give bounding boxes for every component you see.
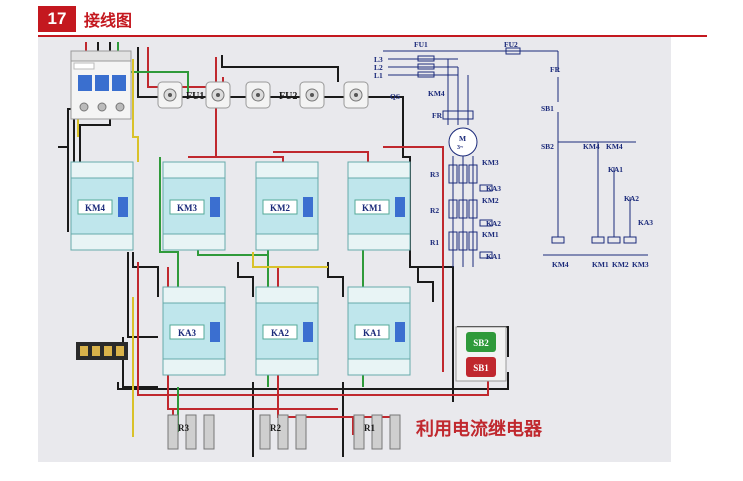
label-coil-km3: KM3 bbox=[632, 260, 649, 269]
label-fu2: FU2 bbox=[504, 40, 518, 49]
label-ka3: KA3 bbox=[486, 184, 501, 193]
label-r3: R3 bbox=[430, 170, 439, 179]
sb1-label: SB1 bbox=[473, 363, 489, 373]
resistor-bank-r1: R1 bbox=[353, 414, 401, 450]
label-ctrl-ka1: KA1 bbox=[608, 165, 623, 174]
relay-label: KA1 bbox=[363, 328, 382, 338]
resistor-label: R3 bbox=[178, 423, 189, 433]
label-l2: L2 bbox=[374, 63, 383, 72]
label-coil-km2: KM2 bbox=[612, 260, 629, 269]
label-qs: QS bbox=[390, 92, 400, 101]
relay-ka1: KA1 bbox=[347, 286, 411, 376]
caption-text: 利用电流继电器 bbox=[416, 418, 543, 440]
label-coil-km4: KM4 bbox=[552, 260, 569, 269]
sb2-label: SB2 bbox=[473, 338, 489, 348]
contactor-label: KM2 bbox=[270, 203, 290, 213]
resistor-label: R2 bbox=[270, 423, 281, 433]
relay-ka2: KA2 bbox=[255, 286, 319, 376]
contactor-label: KM1 bbox=[362, 203, 382, 213]
relay-ka3: KA3 bbox=[162, 286, 226, 376]
label-km3: KM3 bbox=[482, 158, 499, 167]
label-l3: L3 bbox=[374, 55, 383, 64]
fu1-label: FU1 bbox=[186, 91, 204, 102]
schematic-control-circuit bbox=[498, 47, 648, 256]
schematic-labels: L3 L2 L1 QS FU1 FU2 KM4 FR M 3~ R3 R2 R1… bbox=[374, 40, 653, 269]
label-l1: L1 bbox=[374, 71, 383, 80]
section-title: 接线图 bbox=[84, 11, 133, 30]
relay-label: KA3 bbox=[178, 328, 197, 338]
label-r1: R1 bbox=[430, 238, 439, 247]
pushbutton-box: SB2 SB1 bbox=[455, 326, 507, 382]
label-km4: KM4 bbox=[428, 89, 445, 98]
label-fr: FR bbox=[432, 111, 443, 120]
label-fu1: FU1 bbox=[414, 40, 428, 49]
schematic-main-circuit bbox=[383, 50, 558, 267]
contactor-label: KM3 bbox=[177, 203, 197, 213]
label-ctrl-km4b: KM4 bbox=[606, 142, 623, 151]
label-ctrl-ka2: KA2 bbox=[624, 194, 639, 203]
wiring-diagram: FU1 FU2 KM4 KM3 KM2 KM1 bbox=[58, 40, 653, 457]
label-motor: M bbox=[459, 134, 466, 143]
label-ka2: KA2 bbox=[486, 219, 501, 228]
contactor-km4: KM4 bbox=[70, 161, 134, 251]
contactor-km1: KM1 bbox=[347, 161, 411, 251]
fuse bbox=[157, 81, 183, 109]
resistor-label: R1 bbox=[364, 423, 375, 433]
circuit-breaker-qs bbox=[70, 50, 132, 120]
label-ctrl-km4: KM4 bbox=[583, 142, 600, 151]
label-ctrl-ka3: KA3 bbox=[638, 218, 653, 227]
wiring-photo-panel: FU1 FU2 KM4 KM3 KM2 KM1 bbox=[38, 37, 671, 462]
label-coil-km1: KM1 bbox=[592, 260, 609, 269]
label-ctrl-fr: FR bbox=[550, 65, 561, 74]
section-number: 17 bbox=[38, 6, 76, 32]
label-r2: R2 bbox=[430, 206, 439, 215]
fu2-label: FU2 bbox=[279, 91, 297, 102]
contactor-label: KM4 bbox=[85, 203, 105, 213]
fuse bbox=[299, 81, 325, 109]
label-motor-phase: 3~ bbox=[457, 145, 464, 151]
contactor-km3: KM3 bbox=[162, 161, 226, 251]
relay-label: KA2 bbox=[271, 328, 290, 338]
fuse bbox=[205, 81, 231, 109]
section-header: 17 接线图 bbox=[38, 5, 132, 33]
label-ctrl-sb2: SB2 bbox=[541, 142, 554, 151]
label-km1: KM1 bbox=[482, 230, 499, 239]
fuse-group: FU1 FU2 bbox=[157, 81, 369, 109]
fuse bbox=[343, 81, 369, 109]
contactor-km2: KM2 bbox=[255, 161, 319, 251]
resistor-bank-r3: R3 bbox=[167, 414, 215, 450]
label-km2: KM2 bbox=[482, 196, 499, 205]
label-ctrl-sb1: SB1 bbox=[541, 104, 554, 113]
resistor-bank-r2: R2 bbox=[259, 414, 307, 450]
fuse bbox=[245, 81, 271, 109]
header-rule bbox=[38, 35, 707, 37]
terminal-block bbox=[76, 342, 128, 360]
label-ka1: KA1 bbox=[486, 252, 501, 261]
